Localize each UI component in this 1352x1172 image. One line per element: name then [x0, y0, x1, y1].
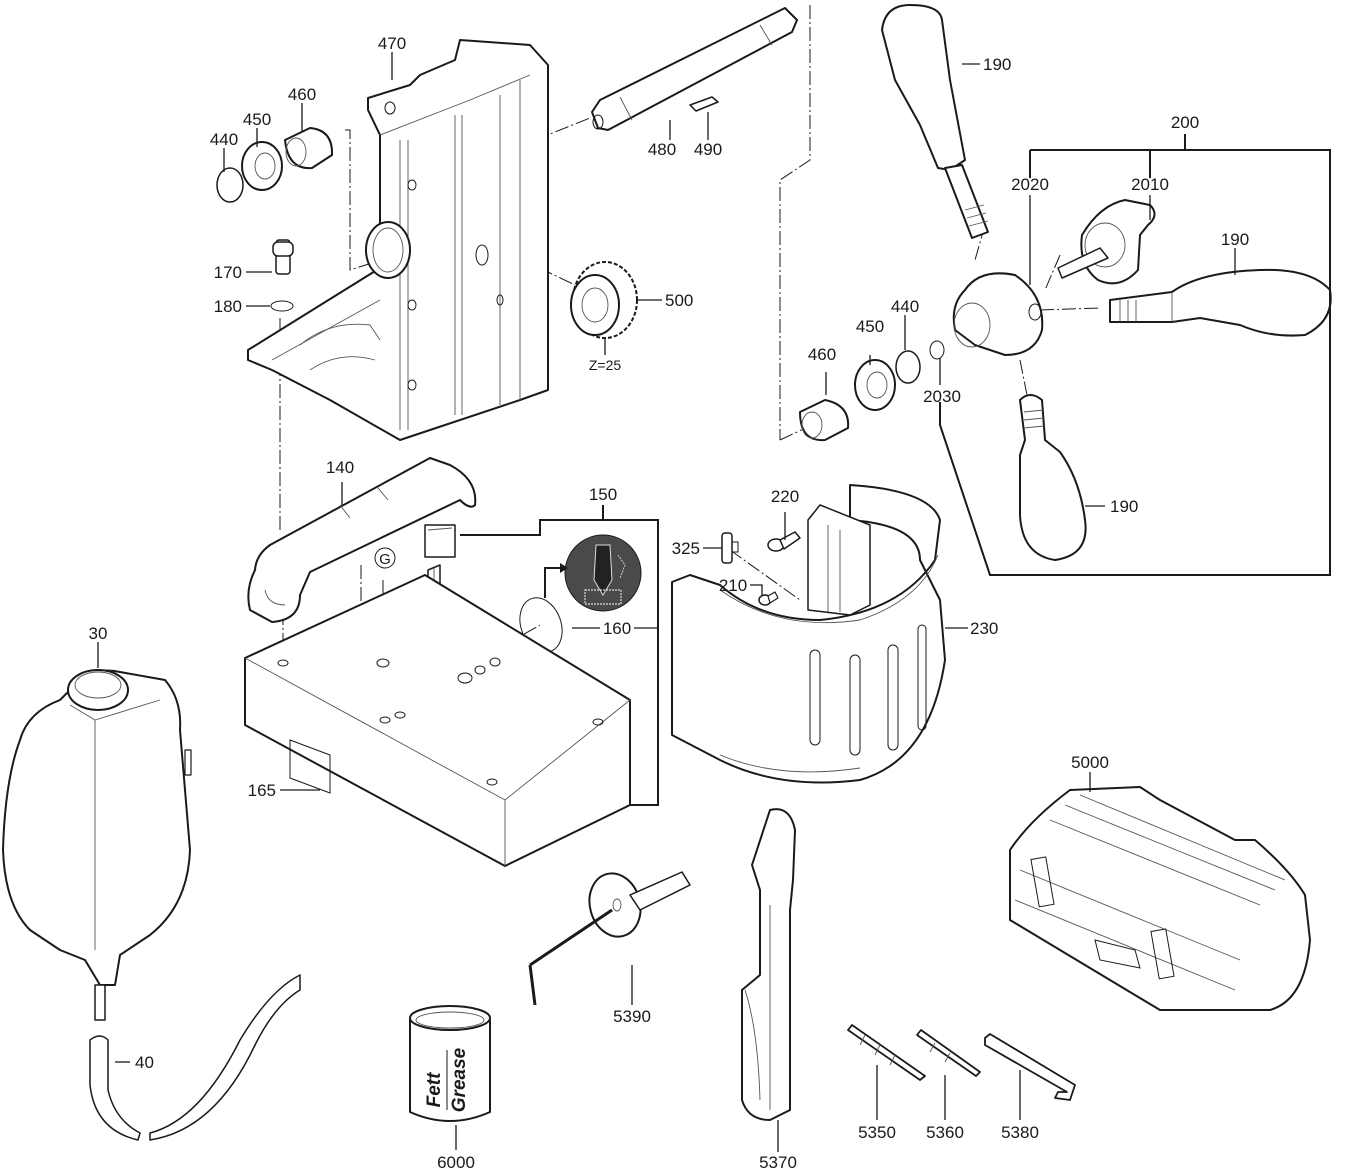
part-220-screw[interactable] — [767, 531, 801, 552]
label-450: 450 — [243, 110, 271, 129]
label-40: 40 — [135, 1053, 154, 1072]
label-190-right: 190 — [1221, 230, 1249, 249]
label-160: 160 — [603, 619, 631, 638]
part-40-hose[interactable] — [89, 974, 301, 1141]
motor-housing-block[interactable] — [244, 574, 631, 867]
ground-symbol: G — [374, 547, 396, 569]
label-470: 470 — [378, 34, 406, 53]
label-220: 220 — [771, 487, 799, 506]
label-5000: 5000 — [1071, 753, 1109, 772]
label-165: 165 — [248, 781, 276, 800]
part-440-retaining-ring[interactable] — [216, 167, 244, 203]
pictogram-label[interactable] — [564, 534, 642, 612]
label-460-b: 460 — [808, 345, 836, 364]
part-2020-hub[interactable] — [952, 272, 1044, 356]
label-150: 150 — [589, 485, 617, 504]
part-440-retaining-ring-2[interactable] — [895, 350, 921, 384]
part-150-connector[interactable] — [424, 524, 456, 558]
part-165-label-plate[interactable] — [289, 739, 331, 794]
label-480: 480 — [648, 140, 676, 159]
part-140-handle-arm[interactable] — [247, 457, 477, 623]
part-470-column-base[interactable] — [247, 39, 549, 441]
label-490: 490 — [694, 140, 722, 159]
label-2030: 2030 — [923, 387, 961, 406]
label-2010: 2010 — [1131, 175, 1169, 194]
label-180: 180 — [214, 297, 242, 316]
part-325-clip[interactable] — [721, 532, 739, 564]
guard-bracket — [807, 504, 871, 616]
part-190-handle-right[interactable] — [1109, 268, 1332, 337]
label-6000: 6000 — [437, 1153, 475, 1172]
grease-can-label-grease: Grease — [449, 1047, 470, 1112]
label-5360: 5360 — [926, 1123, 964, 1142]
label-190-bottom: 190 — [1110, 497, 1138, 516]
part-210-screw[interactable] — [758, 591, 779, 606]
part-5000-carrying-case[interactable] — [1009, 786, 1311, 1011]
arrow-head — [560, 563, 568, 573]
part-190-handle-top[interactable] — [881, 4, 989, 239]
label-440: 440 — [210, 130, 238, 149]
part-500-gear[interactable] — [570, 261, 638, 339]
part-number-labels: 470 460 450 440 170 180 480 490 500 Z=25… — [89, 34, 1250, 1172]
label-460: 460 — [288, 85, 316, 104]
label-5370: 5370 — [759, 1153, 797, 1172]
leader-lines — [97, 52, 1236, 1152]
group-bracket-200 — [939, 134, 1331, 576]
grease-can-label-fett: Fett — [424, 1072, 445, 1108]
arrow-to-pictogram — [544, 567, 560, 598]
label-200: 200 — [1171, 113, 1199, 132]
label-5350: 5350 — [858, 1123, 896, 1142]
label-5390: 5390 — [613, 1007, 651, 1026]
label-gear-teeth: Z=25 — [589, 357, 622, 373]
part-180-spring-washer[interactable] — [270, 300, 294, 312]
part-5360-drill-bit[interactable] — [916, 1029, 981, 1077]
label-190-top: 190 — [983, 55, 1011, 74]
label-230: 230 — [970, 619, 998, 638]
label-325: 325 — [672, 539, 700, 558]
ground-symbol-text: G — [379, 551, 391, 568]
part-170-screw[interactable] — [272, 239, 294, 275]
part-460-bushing-2[interactable] — [799, 399, 850, 442]
part-6000-grease-can[interactable]: Fett Grease — [409, 1005, 491, 1122]
group-bracket-150 — [460, 505, 659, 806]
part-450-washer-2[interactable] — [854, 359, 896, 411]
part-460-bushing[interactable] — [284, 127, 334, 170]
label-170: 170 — [214, 263, 242, 282]
part-450-washer[interactable] — [241, 141, 283, 191]
part-5350-drill-bit[interactable] — [847, 1024, 926, 1081]
part-190-handle-bottom[interactable] — [1019, 394, 1087, 561]
label-140: 140 — [326, 458, 354, 477]
label-500: 500 — [665, 291, 693, 310]
label-2020: 2020 — [1011, 175, 1049, 194]
part-30-coolant-tank[interactable] — [2, 669, 192, 1021]
part-5390-tool[interactable] — [528, 868, 691, 1006]
part-5380-hex-key[interactable] — [984, 1033, 1076, 1101]
part-2030-small-ring[interactable] — [929, 340, 945, 360]
label-30: 30 — [89, 624, 108, 643]
part-490-key[interactable] — [689, 96, 719, 112]
label-450-b: 450 — [856, 317, 884, 336]
label-440-b: 440 — [891, 297, 919, 316]
part-2010-knob[interactable] — [1057, 199, 1156, 285]
label-5380: 5380 — [1001, 1123, 1039, 1142]
label-210: 210 — [719, 576, 747, 595]
part-480-shaft[interactable] — [591, 7, 798, 131]
part-5370-strap[interactable] — [741, 808, 796, 1121]
